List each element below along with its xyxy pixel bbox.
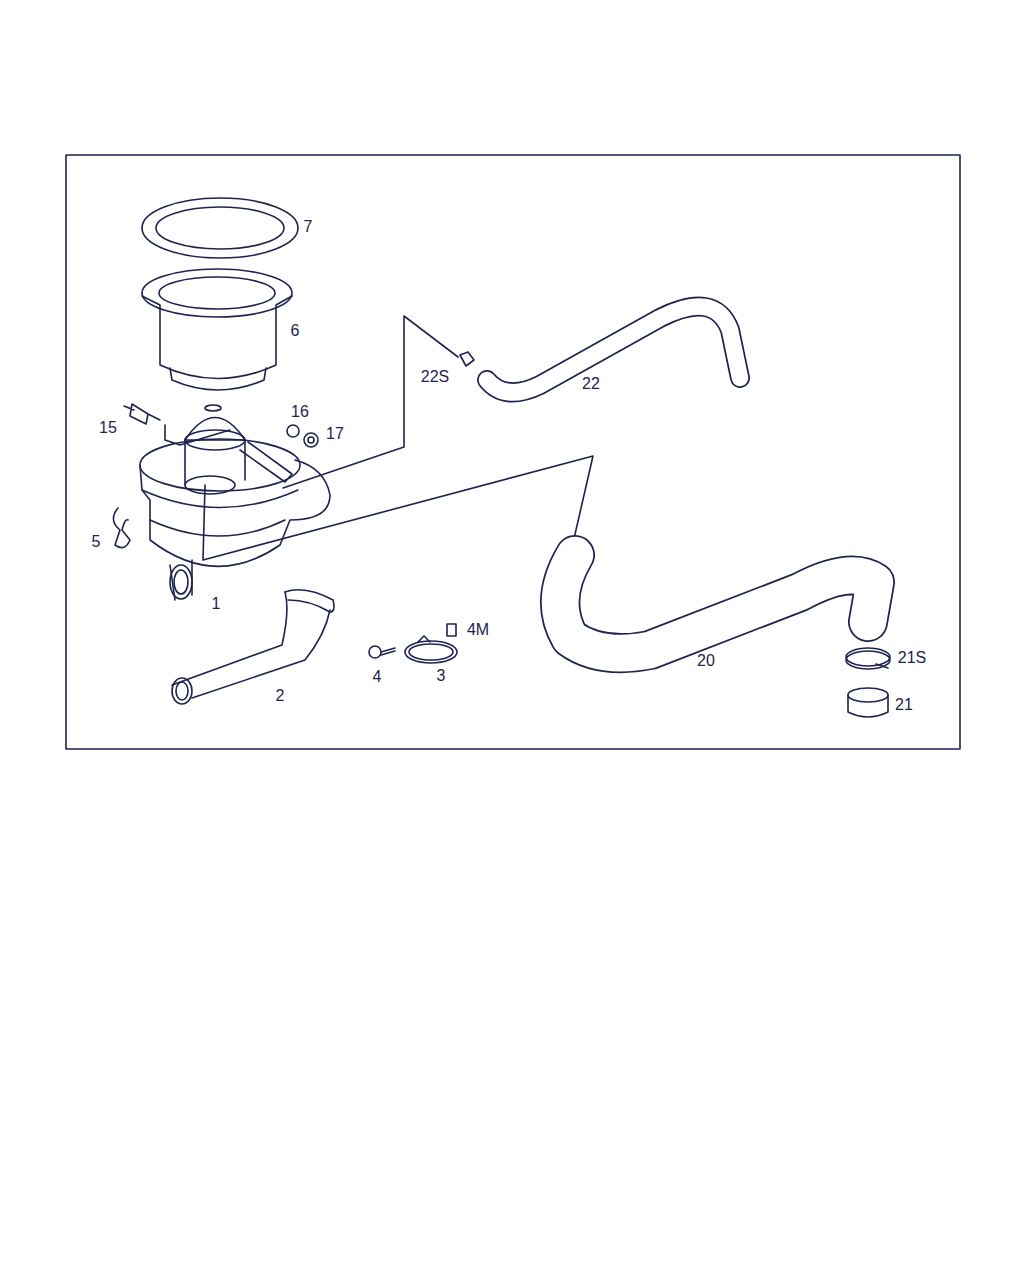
callout-number: 21 <box>895 697 913 713</box>
callout-number: 1 <box>212 596 221 612</box>
callout-number: 21S <box>898 650 926 666</box>
callout-number: 2 <box>276 688 285 704</box>
callout-number: 17 <box>326 426 344 442</box>
callout-number: 7 <box>304 219 313 235</box>
callout-number: 5 <box>92 534 101 550</box>
callout-number: 4M <box>467 622 489 638</box>
frame <box>66 155 960 749</box>
callout-number: 16 <box>291 404 309 420</box>
callout-number: 4 <box>373 669 382 685</box>
callout-number: 22S <box>421 369 449 385</box>
callout-number: 15 <box>99 420 117 436</box>
callout-number: 3 <box>437 668 446 684</box>
callout-number: 6 <box>291 323 300 339</box>
callout-number: 22 <box>582 376 600 392</box>
callout-number: 20 <box>697 653 715 669</box>
